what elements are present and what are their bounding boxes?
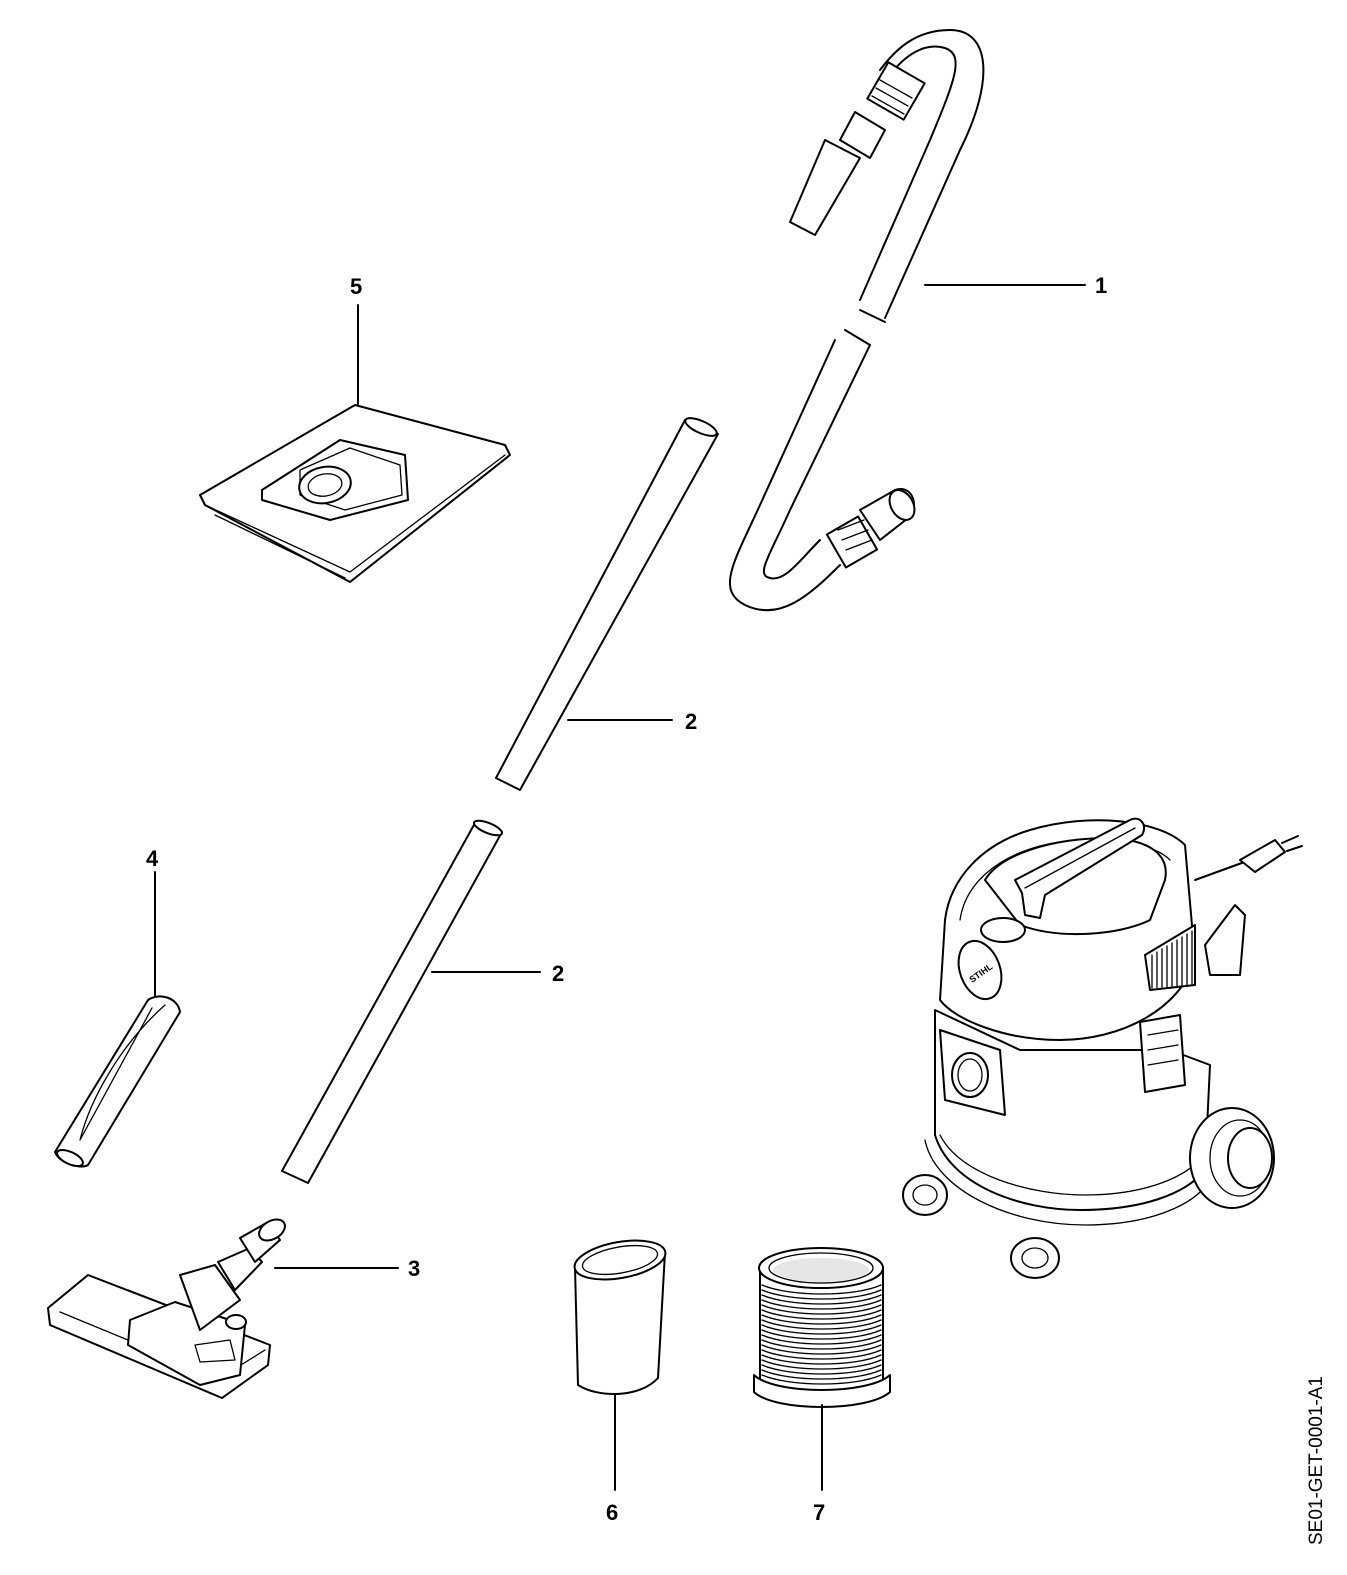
extension-tube-upper <box>495 417 719 791</box>
filter-bag-part-5 <box>199 404 511 583</box>
foam-filter-part-6 <box>573 1239 667 1395</box>
filter-pleat <box>761 1284 882 1295</box>
filter-pleat <box>761 1309 882 1320</box>
power-switch-icon <box>980 917 1026 943</box>
document-id: SE01-GET-0001-A1 <box>1306 1376 1327 1545</box>
callout-3: 3 <box>408 1256 420 1281</box>
callout-5: 5 <box>350 274 362 299</box>
filter-pleat <box>761 1304 882 1315</box>
filter-pleat <box>761 1369 882 1380</box>
carry-handle <box>1014 817 1146 919</box>
hose-upper-cuff <box>789 61 926 236</box>
brand-logo: STIHL <box>957 939 1003 1001</box>
filter-pleat <box>761 1294 882 1305</box>
latch <box>1139 1014 1186 1093</box>
filter-pleat <box>761 1364 882 1375</box>
power-cord <box>1194 859 1251 881</box>
filter-pleat <box>761 1299 882 1310</box>
suction-inlet <box>939 1029 1006 1116</box>
filter-pleat <box>761 1374 882 1385</box>
filter-pleat <box>761 1319 882 1330</box>
extension-tube-lower <box>281 819 504 1184</box>
filter-pleat <box>761 1334 882 1345</box>
filter-pleat <box>761 1329 882 1340</box>
floor-nozzle-part-3 <box>47 1218 286 1399</box>
filter-pleat <box>761 1314 882 1325</box>
front-caster-left <box>902 1174 948 1216</box>
filter-pleat <box>761 1354 882 1365</box>
filter-pleat <box>761 1289 882 1300</box>
vacuum-cleaner-unit: STIHL <box>902 817 1303 1279</box>
filter-pleat <box>761 1324 882 1335</box>
callout-2a: 2 <box>685 709 697 734</box>
suction-hose-part-1 <box>729 29 985 612</box>
callout-4: 4 <box>146 846 159 871</box>
filter-pleat <box>761 1349 882 1360</box>
rear-wheel <box>1189 1107 1275 1209</box>
cable-hook <box>1204 904 1246 976</box>
filter-pleat <box>761 1339 882 1350</box>
filter-pleat <box>761 1344 882 1355</box>
callout-7: 7 <box>813 1500 825 1525</box>
callout-1: 1 <box>1095 273 1107 298</box>
cooling-vent <box>1144 924 1196 991</box>
cartridge-filter-part-7 <box>753 1247 891 1408</box>
power-plug-icon <box>1239 835 1303 873</box>
callout-2b: 2 <box>552 961 564 986</box>
front-caster-right <box>1010 1237 1060 1279</box>
callout-6: 6 <box>606 1500 618 1525</box>
crevice-nozzle-part-4 <box>54 995 181 1168</box>
hose-lower-cuff <box>825 488 916 569</box>
filter-pleat <box>761 1359 882 1370</box>
